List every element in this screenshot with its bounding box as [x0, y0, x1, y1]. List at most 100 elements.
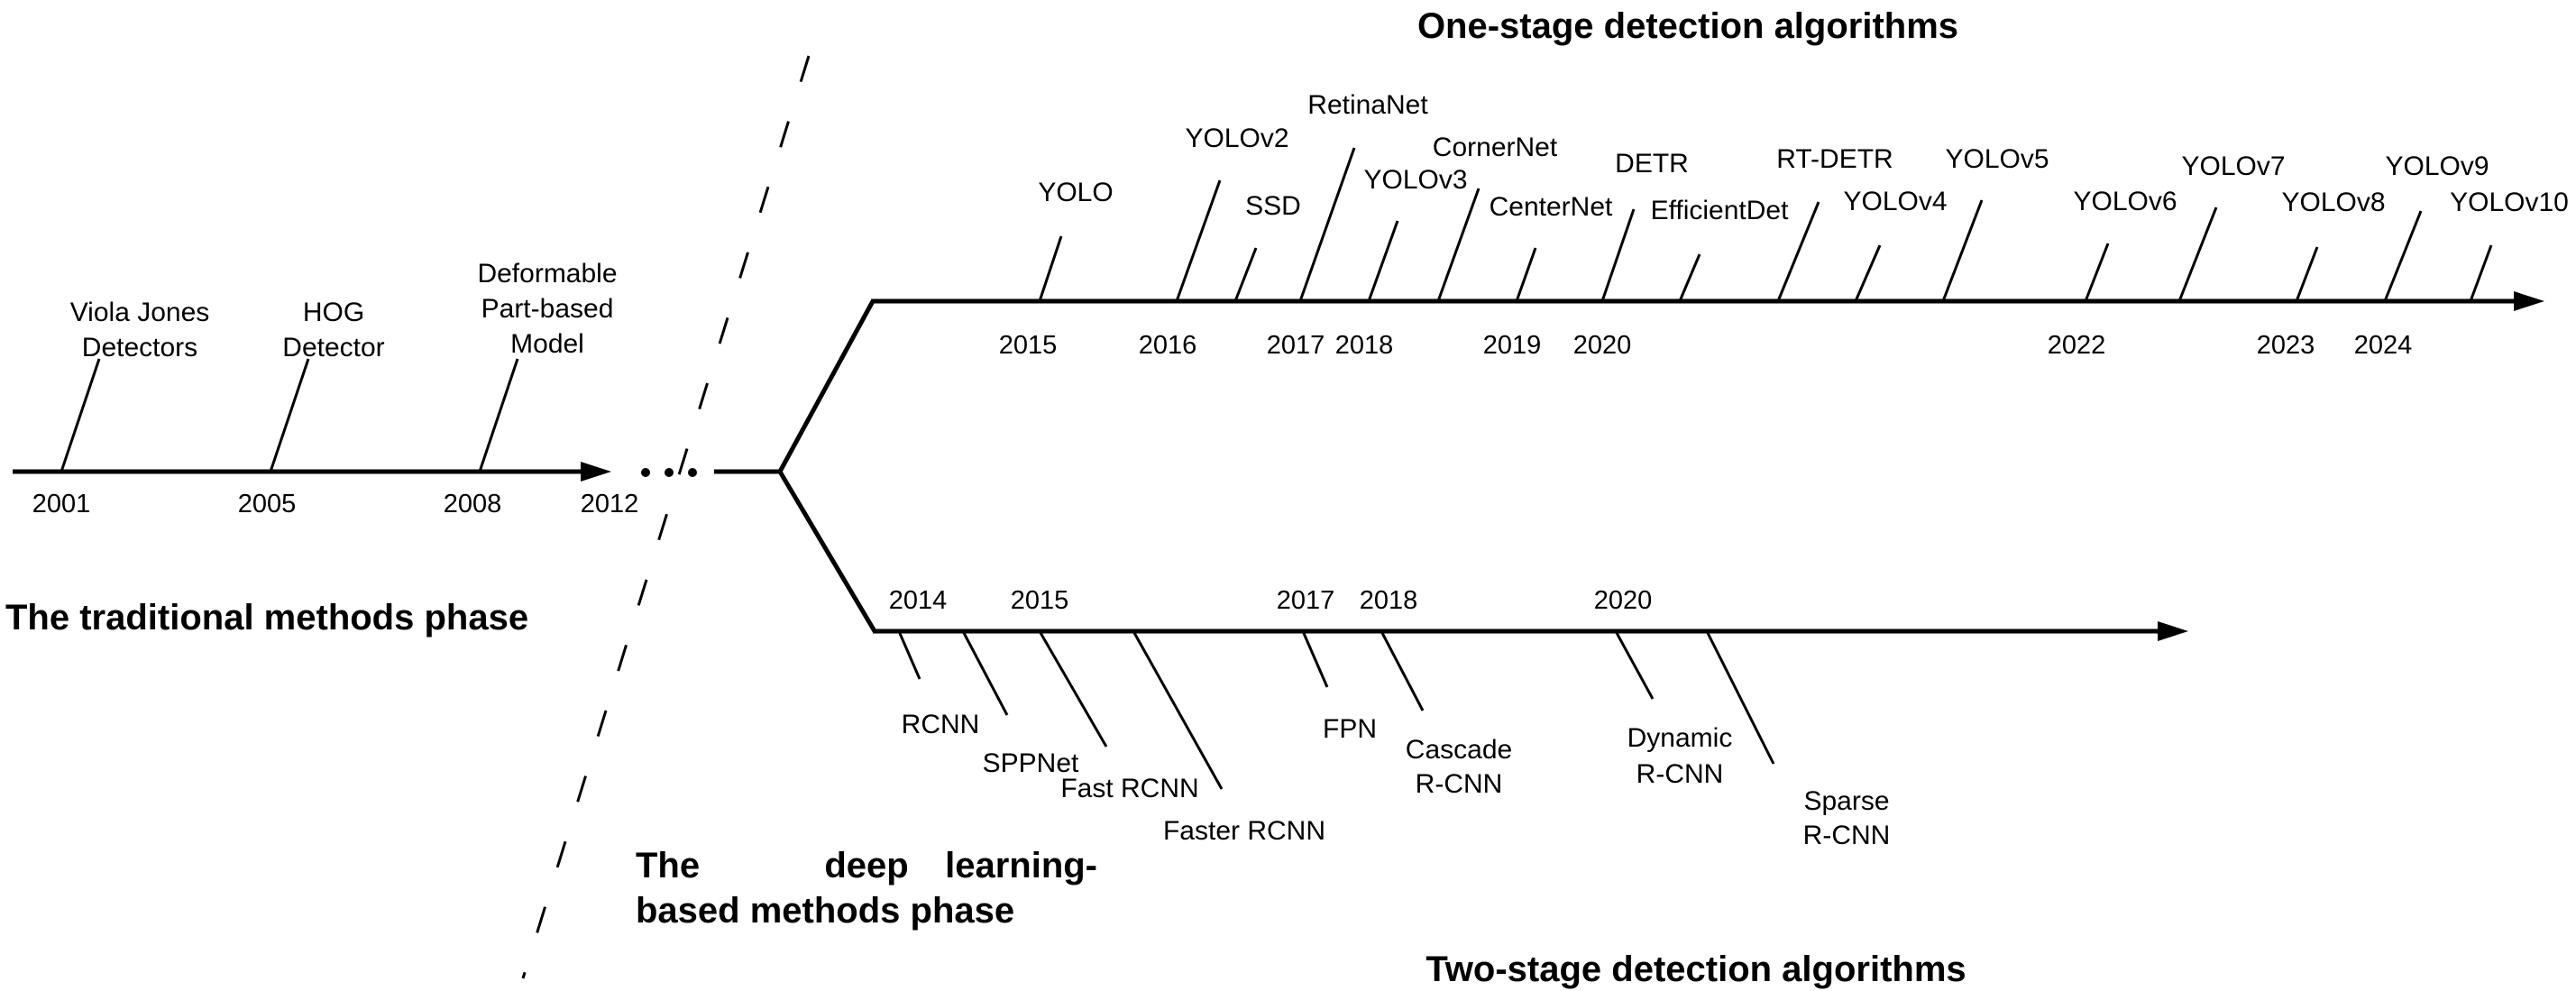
traditional-phase-label: The traditional methods phase [5, 598, 528, 638]
method-label: Detectors [82, 333, 197, 362]
method-label: Part-based [481, 294, 614, 324]
ellipsis-dot [641, 468, 650, 477]
year-label: 2017 [1267, 331, 1325, 360]
deep-phase-word: learning- [945, 846, 1097, 885]
year-label: 2016 [1139, 331, 1197, 360]
tick-line [60, 358, 101, 473]
method-label: Deformable [477, 259, 617, 289]
two-stage-title: Two-stage detection algorithms [1426, 950, 1966, 989]
method-label: Detector [282, 333, 384, 362]
traditional-timeline: 2001 2005 2008 2012 Viola Jones Detector… [13, 259, 780, 518]
algorithm-label: Cascade [1406, 735, 1512, 765]
tick-line [1038, 235, 1063, 302]
year-label: 2023 [2257, 331, 2315, 360]
year-label: 2020 [1573, 331, 1632, 360]
one-stage-arrowhead [2514, 291, 2544, 311]
year-label: 2012 [581, 490, 639, 518]
algorithm-label: YOLO [1038, 178, 1113, 207]
algorithm-label: YOLOv5 [1945, 144, 2049, 174]
algorithm-label: R-CNN [1803, 821, 1891, 850]
algorithm-label: R-CNN [1636, 759, 1724, 789]
deep-phase-word: The [636, 846, 700, 885]
tick-line [1175, 179, 1222, 302]
deep-phase-label: The deep learning- based methods phase [636, 846, 1097, 931]
tick-line [1515, 247, 1537, 302]
method-label: HOG [303, 298, 364, 327]
tick-line [1038, 630, 1108, 748]
year-label: 2001 [32, 490, 91, 518]
year-label: 2018 [1360, 586, 1418, 615]
algorithm-label: YOLOv3 [1363, 165, 1467, 195]
tick-line [269, 358, 310, 473]
algorithm-label: SSD [1245, 191, 1301, 221]
algorithm-label: YOLOv8 [2281, 188, 2385, 217]
tick-line [1941, 199, 1984, 302]
ellipsis-dot [665, 468, 674, 477]
year-label: 2008 [444, 490, 502, 518]
algorithm-label: Faster RCNN [1163, 816, 1325, 846]
algorithm-label: FPN [1323, 714, 1377, 744]
tick-line [1614, 630, 1655, 700]
method-label: Viola Jones [70, 298, 210, 327]
branch-to-one-stage [777, 299, 875, 473]
algorithm-label: CornerNet [1433, 133, 1558, 162]
year-label: 2020 [1594, 586, 1653, 615]
one-stage-timeline: YOLO YOLOv2 SSD RetinaNet YOLOv3 CornerN… [871, 90, 2569, 360]
traditional-arrowhead [581, 462, 611, 482]
tick-line [897, 630, 921, 680]
two-stage-timeline: RCNN SPPNet Fast RCNN Faster RCNN FPN Ca… [873, 586, 2188, 850]
algorithm-label: RCNN [902, 710, 980, 739]
tick-line [961, 630, 1009, 716]
tick-line [1233, 247, 1258, 302]
method-label: Model [510, 329, 584, 359]
algorithm-label: CenterNet [1490, 192, 1613, 222]
algorithm-label: RetinaNet [1307, 90, 1428, 120]
tick-line [1298, 147, 1356, 302]
ellipsis-dot [688, 468, 697, 477]
algorithm-label: R-CNN [1416, 769, 1503, 799]
year-label: 2015 [999, 331, 1058, 360]
tick-line [1678, 253, 1701, 302]
deep-phase-word: deep [824, 846, 908, 885]
algorithm-label: Dynamic [1627, 723, 1733, 753]
year-label: 2024 [2354, 331, 2413, 360]
tick-line [2295, 246, 2319, 302]
algorithm-label: YOLOv6 [2073, 187, 2177, 216]
one-stage-title: One-stage detection algorithms [1417, 6, 1958, 46]
year-label: 2015 [1011, 586, 1069, 615]
tick-line [1776, 201, 1820, 302]
tick-line [1367, 220, 1399, 302]
tick-line [1600, 208, 1636, 302]
phase-divider-dashed-line [521, 55, 811, 979]
tick-line [1436, 188, 1481, 302]
algorithm-label: YOLOv7 [2181, 151, 2285, 181]
algorithm-label: YOLOv9 [2385, 151, 2489, 181]
algorithm-label: YOLOv10 [2450, 188, 2569, 217]
tick-line [1380, 630, 1425, 711]
algorithm-label: SPPNet [983, 748, 1079, 778]
algorithm-label: DETR [1615, 149, 1689, 179]
year-label: 2018 [1335, 331, 1394, 360]
tick-line [2469, 244, 2493, 302]
year-label: 2022 [2048, 331, 2106, 360]
algorithm-label: Sparse [1803, 786, 1889, 816]
algorithm-label: YOLOv2 [1185, 124, 1288, 153]
deep-phase-line2: based methods phase [636, 891, 1014, 931]
two-stage-arrowhead [2158, 621, 2188, 641]
algorithm-label: EfficientDet [1651, 196, 1790, 225]
tick-line [1705, 630, 1775, 765]
algorithm-label: YOLOv4 [1843, 187, 1947, 216]
year-label: 2019 [1483, 331, 1542, 360]
year-label: 2005 [238, 490, 297, 518]
tick-line [1854, 244, 1882, 302]
tick-line [478, 358, 519, 473]
branch-to-two-stage [777, 470, 877, 633]
tick-line [2383, 210, 2423, 302]
tick-line [2177, 206, 2218, 302]
algorithm-label: RT-DETR [1776, 144, 1893, 174]
year-label: 2014 [889, 586, 948, 615]
tick-line [2084, 243, 2110, 302]
algorithm-label: Fast RCNN [1060, 774, 1198, 803]
